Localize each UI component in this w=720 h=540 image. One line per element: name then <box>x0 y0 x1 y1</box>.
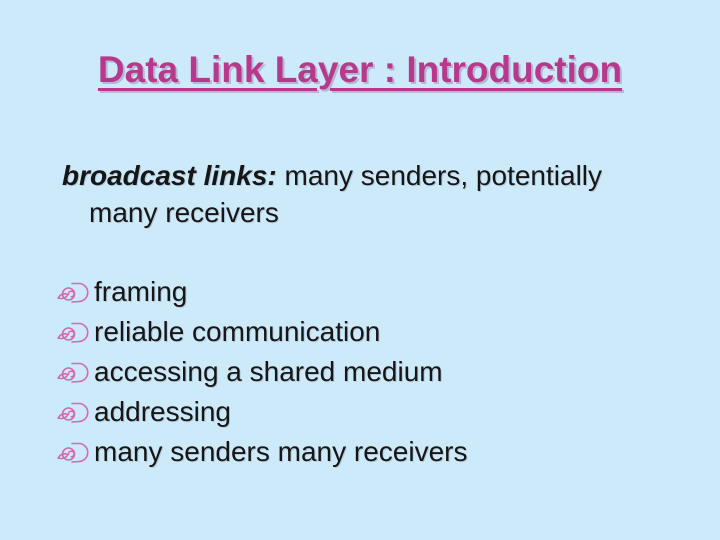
intro-paragraph: broadcast links: many senders, potential… <box>62 157 602 231</box>
intro-rest-text: many senders, potentially <box>276 160 603 191</box>
rose-bullet-icon <box>57 402 89 423</box>
intro-line1: broadcast links: many senders, potential… <box>62 157 602 194</box>
list-item: many senders many receivers <box>56 432 467 472</box>
list-item: framing <box>56 272 467 312</box>
intro-lead-text: broadcast links: <box>62 160 277 191</box>
list-item: accessing a shared medium <box>56 352 467 392</box>
bullet-text: addressing <box>94 396 231 427</box>
list-item: addressing <box>56 392 467 432</box>
list-item: reliable communication <box>56 312 467 352</box>
bullet-text: framing <box>94 276 188 307</box>
slide-title: Data Link Layer : Introduction <box>97 49 623 90</box>
intro-line2: many receivers <box>89 197 279 228</box>
rose-bullet-icon <box>57 322 89 343</box>
rose-bullet-icon <box>57 362 89 383</box>
rose-bullet-icon <box>57 282 89 303</box>
bullet-text: many senders many receivers <box>94 436 468 467</box>
bullet-text: reliable communication <box>94 316 381 347</box>
bullet-text: accessing a shared medium <box>94 356 443 387</box>
rose-bullet-icon <box>57 442 89 463</box>
bullet-list: framing reliable communication accessing… <box>56 272 467 472</box>
